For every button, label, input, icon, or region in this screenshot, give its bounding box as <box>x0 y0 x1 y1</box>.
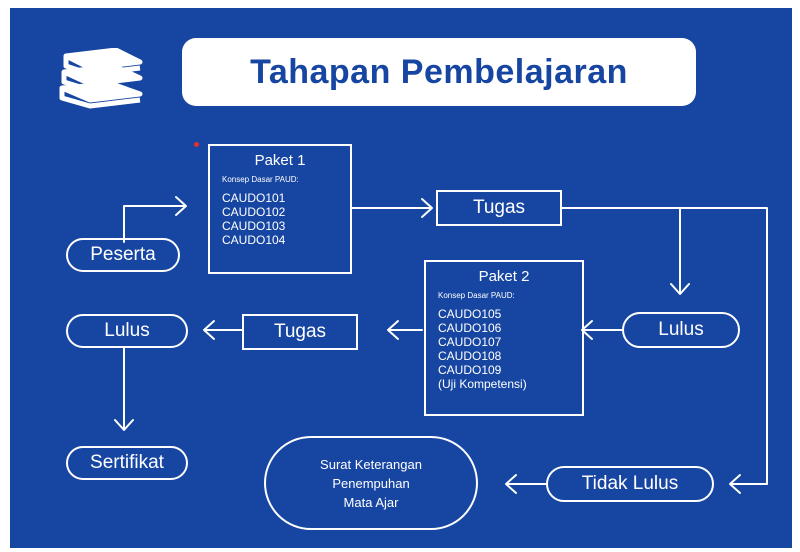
arrowhead-paket1-tugas <box>421 198 433 218</box>
surat-line-2: Penempuhan <box>332 475 410 491</box>
course-code: CAUDO103 <box>222 219 286 233</box>
node-tidak-lulus: Tidak Lulus <box>546 466 714 502</box>
course-code: CAUDO109 <box>438 363 502 377</box>
arrowhead-tidaklulus-surat <box>505 474 517 494</box>
paket-1-title: Paket 1 <box>254 152 306 169</box>
arrowhead-peserta-paket1 <box>175 196 187 216</box>
connector-layer <box>114 196 768 494</box>
book-stack-icon <box>54 47 146 115</box>
arrowhead-lulus-sertifikat <box>114 419 134 431</box>
node-lulus-left: Lulus <box>66 314 188 348</box>
title-banner: Tahapan Pembelajaran <box>182 38 696 106</box>
course-code: CAUDO105 <box>438 307 502 321</box>
red-marker-dot <box>194 142 199 147</box>
node-lulus-right: Lulus <box>622 312 740 348</box>
paket-2-course-list: CAUDO105 CAUDO106 CAUDO107 CAUDO108 CAUD… <box>438 307 582 391</box>
node-tugas-2: Tugas <box>242 314 358 350</box>
paket-2-title: Paket 2 <box>478 268 530 285</box>
paket-1-course-list: CAUDO101 CAUDO102 CAUDO103 CAUDO104 <box>222 191 350 247</box>
course-code: CAUDO104 <box>222 233 286 247</box>
arrowhead-tugas-lulus <box>670 283 690 295</box>
surat-line-3: Mata Ajar <box>343 494 399 510</box>
arrowhead-tugas-tidaklulus <box>729 474 741 494</box>
node-paket-2: Paket 2 Konsep Dasar PAUD: CAUDO105 CAUD… <box>424 260 584 416</box>
course-code: CAUDO107 <box>438 335 502 349</box>
node-tugas-1: Tugas <box>436 190 562 226</box>
course-code: CAUDO106 <box>438 321 502 335</box>
diagram-canvas: Tahapan Pembelajaran Peserta Paket 1 Kon… <box>10 8 792 548</box>
node-surat-keterangan: Surat Keterangan Penempuhan Mata Ajar <box>264 436 478 530</box>
node-sertifikat: Sertifikat <box>66 446 188 480</box>
node-paket-1: Paket 1 Konsep Dasar PAUD: CAUDO101 CAUD… <box>208 144 352 274</box>
node-peserta: Peserta <box>66 238 180 272</box>
connector-tugas-tidaklulus <box>679 207 768 485</box>
page-title: Tahapan Pembelajaran <box>250 52 628 91</box>
paket-2-subtitle: Konsep Dasar PAUD: <box>438 291 515 300</box>
surat-line-1: Surat Keterangan <box>320 456 422 472</box>
course-code: CAUDO101 <box>222 191 286 205</box>
connector-peserta-paket1 <box>123 205 185 243</box>
course-code: CAUDO108 <box>438 349 502 363</box>
arrowhead-tugas2-lulus <box>203 320 215 340</box>
arrowhead-paket2-tugas2 <box>387 320 399 340</box>
course-code: CAUDO102 <box>222 205 286 219</box>
paket-1-subtitle: Konsep Dasar PAUD: <box>222 175 299 184</box>
course-note: (Uji Kompetensi) <box>438 377 527 391</box>
